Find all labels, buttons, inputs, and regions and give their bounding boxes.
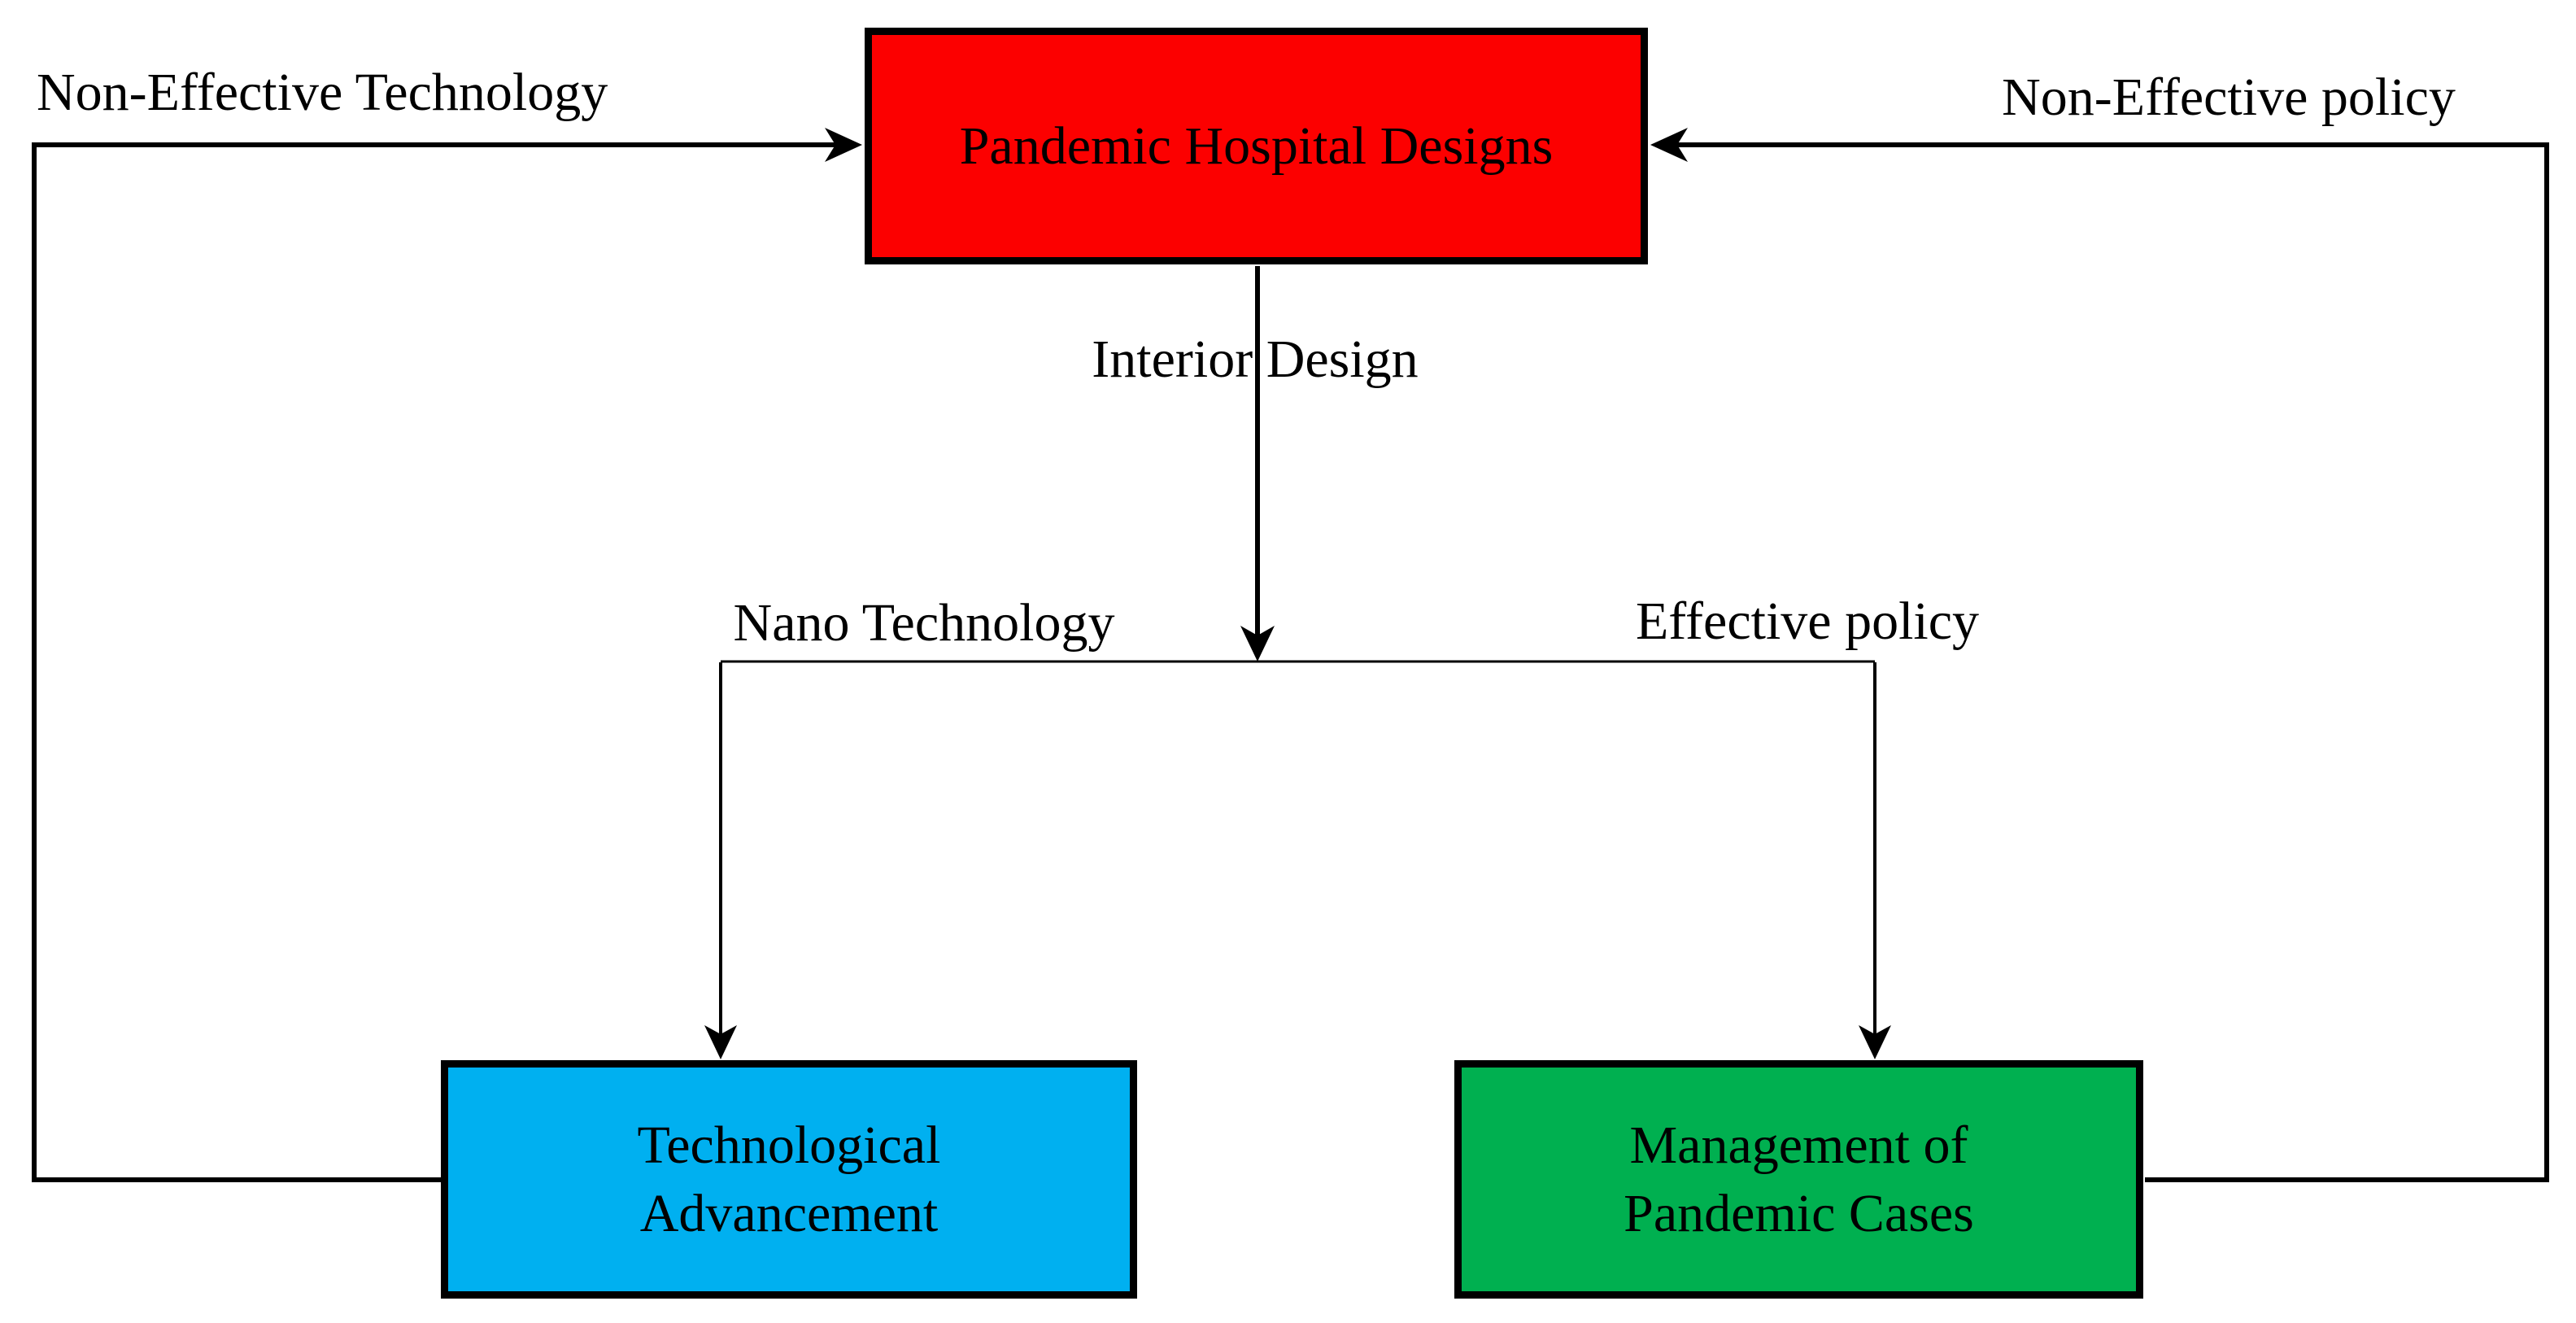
edge-non-effective-policy-line [1676,142,2549,1182]
node-management-of-pandemic-cases: Management of Pandemic Cases [1454,1060,2143,1299]
edge-label-effective-policy: Effective policy [1635,592,1980,651]
edge-label-interior-design: Interior Design [1092,330,1419,389]
edge-label-nano-technology: Nano Technology [733,593,1115,653]
node-pandemic-hospital-designs-label: Pandemic Hospital Designs [959,116,1554,176]
arrowhead-effective-policy [1859,1025,1891,1059]
node-management-of-pandemic-cases-label: Management of Pandemic Cases [1624,1115,1974,1243]
node-technological-advancement-label: Technological Advancement [637,1115,941,1243]
edge-label-non-effective-technology: Non-Effective Technology [37,63,608,122]
edge-label-non-effective-policy: Non-Effective policy [2002,68,2456,127]
arrowhead-nano-technology [704,1025,737,1059]
arrowhead-interior-design [1240,626,1275,662]
edge-non-effective-technology-line [32,142,836,1182]
arrowhead-non-effective-technology [825,128,862,162]
node-pandemic-hospital-designs: Pandemic Hospital Designs [865,28,1648,264]
arrowhead-non-effective-policy [1650,128,1688,162]
node-technological-advancement: Technological Advancement [441,1060,1137,1299]
